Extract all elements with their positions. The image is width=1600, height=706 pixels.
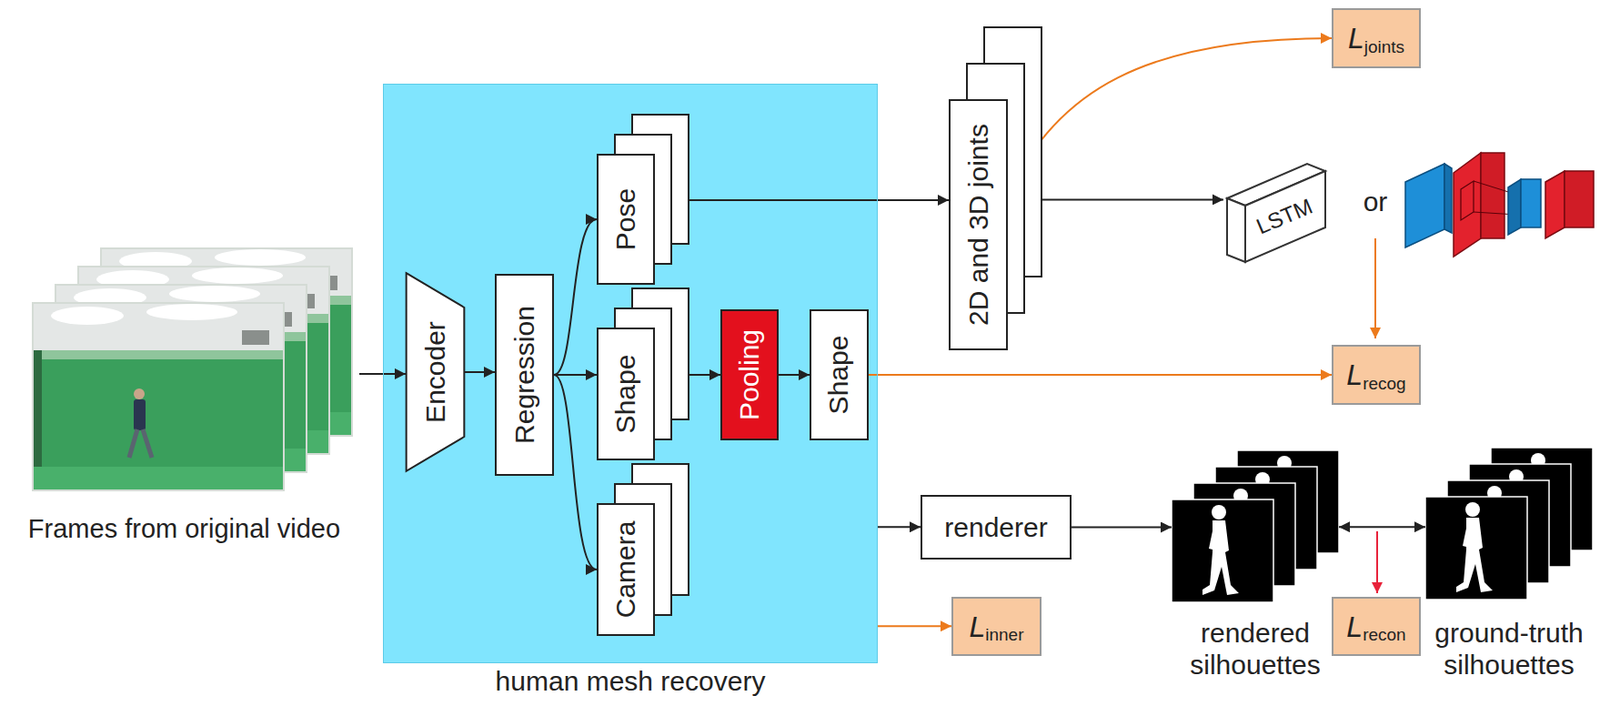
encoder-trapezoid: Encoder: [405, 271, 465, 473]
arrow-connector: [553, 374, 597, 570]
arrow-connector: [868, 373, 1332, 376]
loss-symbol: L: [1346, 360, 1363, 390]
process-box: Shape: [809, 309, 869, 441]
vertical-label: Camera: [612, 521, 640, 619]
arrow-connector: [778, 373, 810, 376]
stacked-box: Camera: [596, 503, 655, 636]
arrow-connector: [1007, 38, 1332, 196]
loss-box: Linner: [951, 596, 1042, 656]
silhouette-stack: rendered silhouettes: [1171, 450, 1339, 683]
ground-truth-silhouettes-illustration: [1425, 447, 1593, 600]
loss-symbol: L: [1346, 612, 1363, 642]
trapezoid-shape: [406, 272, 465, 472]
caption-label: ground-truth silhouettes: [1425, 617, 1593, 683]
vertical-label: Pose: [612, 188, 640, 251]
arrow-connector: [654, 199, 949, 202]
process-box: renderer: [920, 494, 1072, 560]
stacked-box: 2D and 3D joints: [948, 99, 1008, 351]
vertical-label: Encoder: [422, 321, 450, 423]
box-side-face: [1227, 198, 1246, 262]
vertical-label: Regression: [511, 305, 539, 444]
arrow-connector: [553, 373, 597, 376]
arrow-connector: [877, 525, 921, 528]
rendered-silhouettes-illustration: [1171, 450, 1339, 603]
panel-title: human mesh recovery: [383, 665, 877, 696]
arrow-connector: [1338, 525, 1426, 528]
vertical-label: Shape: [612, 354, 640, 434]
pooling-box: Pooling: [720, 309, 779, 441]
video-frames: Frames from original video: [9, 245, 360, 546]
stacked-box: Pose: [596, 153, 655, 285]
classifier-loss-arrow: [1374, 238, 1377, 339]
module-panel: human mesh recoveryEncoderRegressionPose…: [382, 83, 878, 664]
loss-symbol: L: [1348, 23, 1365, 53]
arrow-connector: [464, 371, 495, 373]
loss-subscript: recon: [1362, 625, 1407, 644]
box-label: renderer: [944, 512, 1047, 543]
loss-box: Lrecog: [1331, 344, 1421, 405]
process-box: Regression: [494, 273, 554, 476]
arrow-connector: [1071, 526, 1172, 529]
loss-box: Ljoints: [1331, 8, 1421, 69]
lstm-block: LSTM: [1223, 158, 1329, 271]
cnn-illustration: [1405, 152, 1594, 257]
vertical-label: Pooling: [735, 329, 764, 421]
stacked-box: Shape: [596, 327, 655, 461]
loss-subscript: joints: [1364, 38, 1405, 56]
caption-label: rendered silhouettes: [1171, 617, 1339, 683]
loss-subscript: inner: [985, 625, 1024, 644]
silhouette-stack: ground-truth silhouettes: [1425, 446, 1593, 683]
loss-symbol: L: [968, 612, 986, 642]
recon-loss-arrow: [1376, 531, 1379, 594]
panel-fill: [382, 83, 878, 664]
video-frames-illustration: [32, 248, 353, 491]
arrow-connector: [553, 219, 597, 375]
caption-label: Frames from original video: [9, 513, 360, 546]
vertical-label: Shape: [825, 335, 854, 415]
loss-box: Lrecon: [1331, 596, 1421, 656]
arrow-connector: [877, 624, 952, 627]
loss-subscript: recog: [1362, 374, 1407, 393]
connector-word: or: [1363, 188, 1389, 216]
vertical-label: 2D and 3D joints: [965, 123, 993, 326]
box-front-face: [1245, 171, 1326, 262]
